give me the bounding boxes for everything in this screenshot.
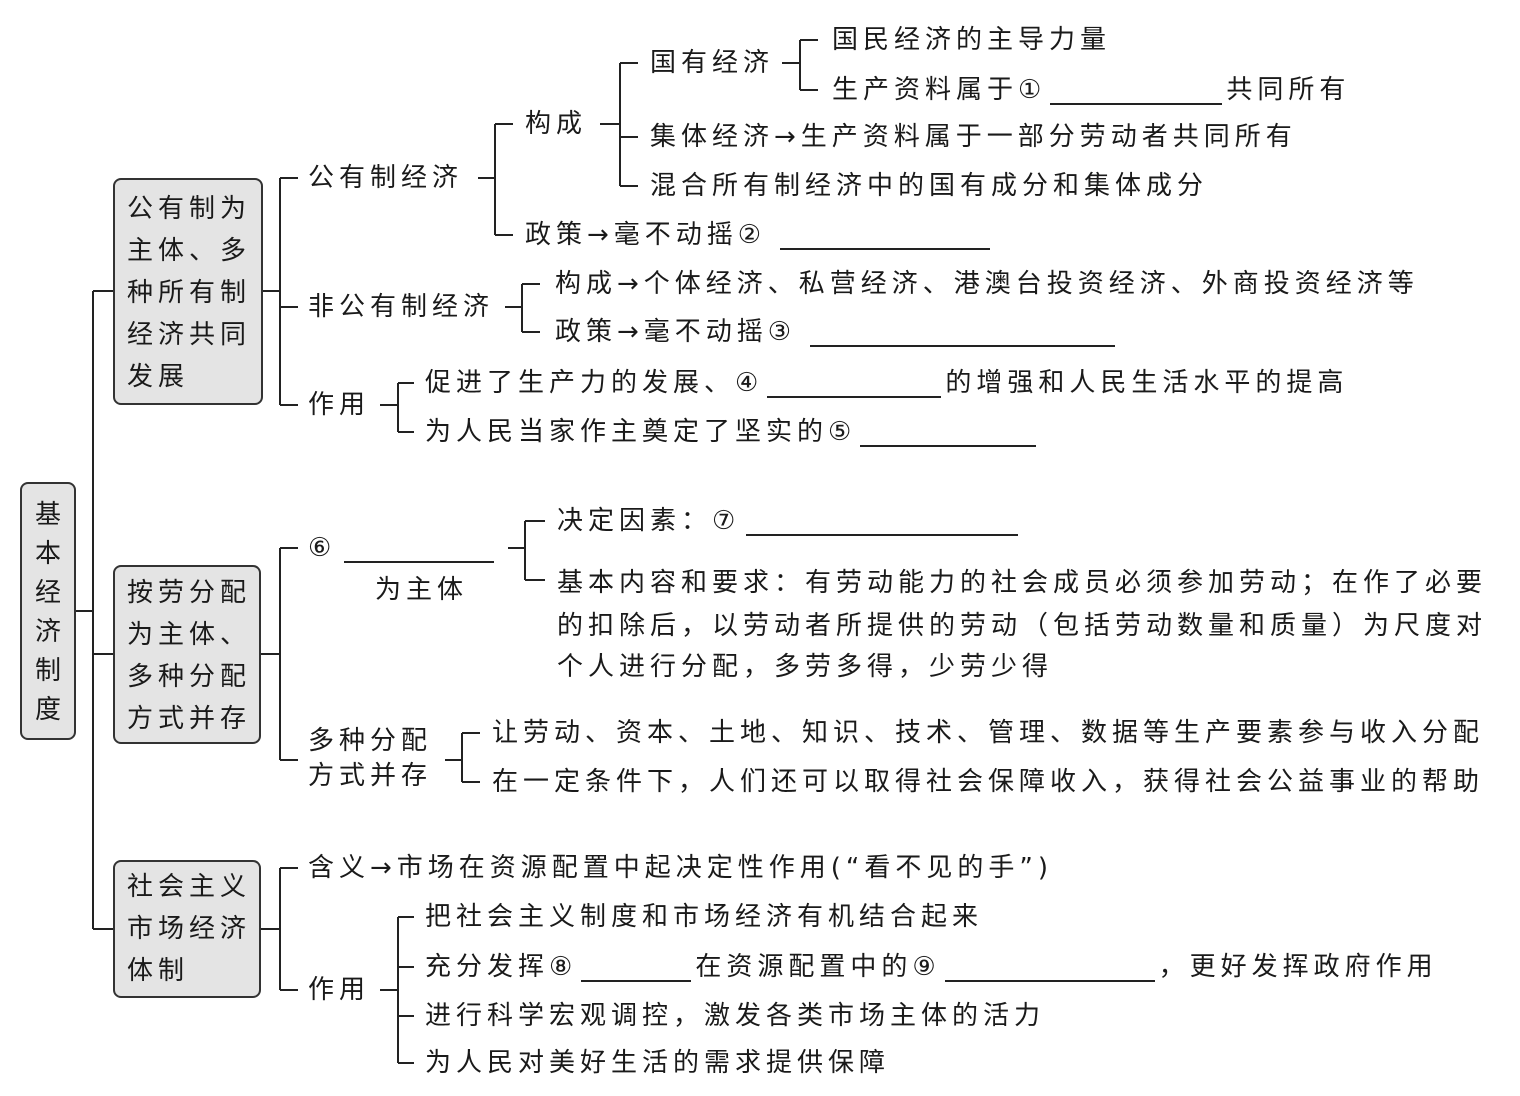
box-line: 社会主义 xyxy=(127,872,252,902)
text: 生产资料属于① xyxy=(832,75,1047,105)
determining-factor: 决定因素：⑦ xyxy=(557,506,1022,536)
box-line: 体制 xyxy=(127,956,190,986)
root-char: 本 xyxy=(34,539,61,569)
root-node-basic-economic-system: 基 本 经 济 制 度 xyxy=(20,482,76,740)
node-distribution-system: 按劳分配 为主体、 多种分配 方式并存 xyxy=(113,565,261,744)
market-role-item-4: 为人民对美好生活的需求提供保障 xyxy=(425,1048,891,1078)
market-role-item-3: 进行科学宏观调控，激发各类市场主体的活力 xyxy=(425,1001,1046,1031)
multiple-distribution-item-2: 在一定条件下，人们还可以取得社会保障收入，获得社会公益事业的帮助 xyxy=(492,767,1485,797)
nonpublic-economy-label: 非公有制经济 xyxy=(308,292,495,322)
blank-1 xyxy=(1050,81,1223,105)
box-line: 主体、多 xyxy=(127,236,252,266)
text: 充分发挥⑧ xyxy=(425,952,578,982)
public-policy: 政策→毫不动摇② xyxy=(525,220,994,250)
box-line: 多种分配 xyxy=(127,662,252,692)
blank-6 xyxy=(344,539,495,563)
ownership-role-item-1: 促进了生产力的发展、④ 的增强和人民生活水平的提高 xyxy=(425,368,1348,398)
distribution-main: ⑥ xyxy=(308,533,498,563)
text: 政策→毫不动摇② xyxy=(525,220,767,250)
multiple-distribution-label-line: 多种分配 xyxy=(308,726,433,756)
node-ownership-system: 公有制为 主体、多 种所有制 经济共同 发展 xyxy=(113,178,263,405)
market-role-item-2: 充分发挥⑧ 在资源配置中的⑨ ，更好发挥政府作用 xyxy=(425,952,1438,982)
content-line: 的扣除后，以劳动者所提供的劳动（包括劳动数量和质量）为尺度对 xyxy=(557,611,1488,641)
box-line: 方式并存 xyxy=(127,704,252,734)
blank-8 xyxy=(581,958,692,982)
multiple-distribution-item-1: 让劳动、资本、土地、知识、技术、管理、数据等生产要素参与收入分配 xyxy=(492,718,1485,748)
root-char: 基 xyxy=(34,500,61,530)
blank-2 xyxy=(780,226,991,250)
node-market-economy: 社会主义 市场经济 体制 xyxy=(113,860,261,998)
text: 政策→毫不动摇③ xyxy=(555,317,797,347)
ownership-role-item-2: 为人民当家作主奠定了坚实的⑤ xyxy=(425,417,1040,447)
box-line: 种所有制 xyxy=(127,278,252,308)
nonpublic-policy: 政策→毫不动摇③ xyxy=(555,317,1119,347)
blank-3 xyxy=(810,323,1116,347)
text: 的增强和人民生活水平的提高 xyxy=(945,368,1349,398)
content-line: 个人进行分配，多劳多得，少劳少得 xyxy=(557,652,1054,682)
blank-4 xyxy=(767,374,942,398)
text: 共同所有 xyxy=(1226,75,1351,105)
text: 促进了生产力的发展、④ xyxy=(425,368,764,398)
root-char: 经 xyxy=(34,578,61,608)
marker-6: ⑥ xyxy=(308,533,337,563)
public-economy-label: 公有制经济 xyxy=(308,163,464,193)
nonpublic-composition: 构成→个体经济、私营经济、港澳台投资经济、外商投资经济等 xyxy=(555,269,1419,299)
box-line: 发展 xyxy=(127,362,190,392)
content-line: 基本内容和要求：有劳动能力的社会成员必须参加劳动；在作了必要 xyxy=(557,568,1488,598)
blank-9 xyxy=(944,958,1155,982)
box-line: 经济共同 xyxy=(127,320,252,350)
multiple-distribution-label-line: 方式并存 xyxy=(308,761,433,791)
text: 在资源配置中的⑨ xyxy=(695,952,941,982)
box-line: 公有制为 xyxy=(127,194,252,224)
state-economy-label: 国有经济 xyxy=(650,48,775,78)
root-char: 制 xyxy=(34,656,61,686)
ownership-role-label: 作用 xyxy=(308,390,371,420)
text: 决定因素：⑦ xyxy=(557,506,741,536)
box-line: 为主体、 xyxy=(127,620,252,650)
collective-economy: 集体经济→生产资料属于一部分劳动者共同所有 xyxy=(650,122,1297,152)
root-char: 度 xyxy=(34,695,61,725)
state-economy-item-2: 生产资料属于① 共同所有 xyxy=(832,75,1350,105)
market-role-item-1: 把社会主义制度和市场经济有机结合起来 xyxy=(425,902,984,932)
mixed-economy: 混合所有制经济中的国有成分和集体成分 xyxy=(650,171,1209,201)
state-economy-item-1: 国民经济的主导力量 xyxy=(832,25,1112,55)
market-meaning: 含义→市场在资源配置中起决定性作用(“看不见的手”) xyxy=(308,853,1054,883)
text: ，更好发挥政府作用 xyxy=(1158,952,1438,982)
box-line: 市场经济 xyxy=(127,914,252,944)
blank-5 xyxy=(860,423,1037,447)
public-composition-label: 构成 xyxy=(525,109,588,139)
distribution-main-suffix: 为主体 xyxy=(375,575,469,605)
box-line: 按劳分配 xyxy=(127,578,252,608)
root-char: 济 xyxy=(34,617,61,647)
market-role-label: 作用 xyxy=(308,975,371,1005)
blank-7 xyxy=(746,512,1019,536)
text: 为人民当家作主奠定了坚实的⑤ xyxy=(425,417,857,447)
